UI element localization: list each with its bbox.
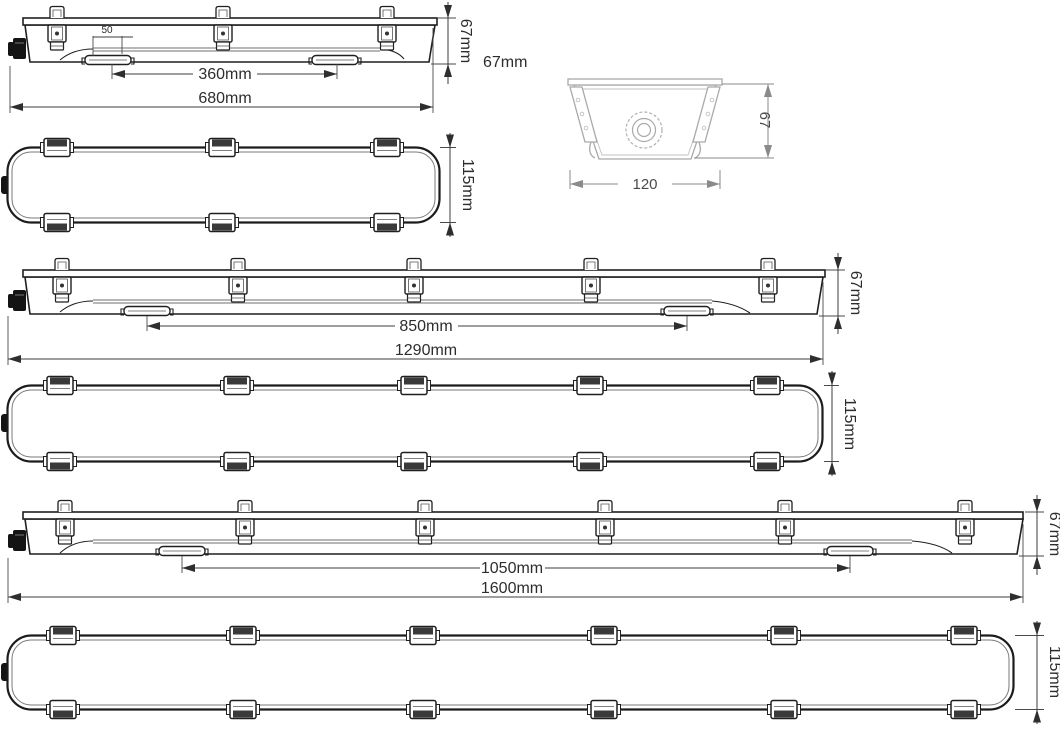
dim-label-1290mm: 1290mm (395, 342, 457, 359)
dim-1600-top-width: 115mm (1015, 621, 1060, 724)
dim-label-bracket-width: 50 (101, 25, 113, 36)
dim-label-680mm: 680mm (198, 90, 251, 107)
dim-1290-bracket-spacing: 850mm (146, 316, 688, 335)
dim-label-115mm: 115mm (1046, 646, 1060, 698)
dim-1290-height: 67mm (819, 253, 864, 334)
dim-end-height: 67 (694, 83, 774, 159)
dim-label-850mm: 850mm (399, 318, 452, 335)
dim-label-115mm: 115mm (841, 398, 858, 450)
dim-label-67mm: 67mm (457, 19, 474, 63)
height-note-label: 67mm (483, 54, 527, 71)
dim-1290-length: 1290mm (7, 282, 824, 365)
side-view-680: 50 360mm 680mm 67mm 67mm (7, 2, 527, 113)
dim-end-width: 120 (569, 170, 721, 193)
end-section-view: 120 67 (567, 78, 774, 193)
dim-1600-height: 67mm (1019, 495, 1060, 575)
dim-label-115mm: 115mm (459, 159, 476, 211)
dim-680-bracket-width: 50 (92, 25, 133, 56)
dim-label-67mm: 67mm (847, 271, 864, 315)
dim-1600-length: 1600mm (7, 524, 1024, 603)
cable-gland (625, 111, 663, 149)
dim-1600-bracket-spacing: 1050mm (181, 556, 851, 577)
dim-label-1050mm: 1050mm (481, 560, 543, 577)
top-view-1600: 115mm (1, 621, 1060, 724)
end-clip-left (569, 86, 598, 159)
side-view-1600: 1050mm 1600mm 67mm (7, 495, 1060, 603)
side-view-1290: 850mm 1290mm 67mm (7, 253, 864, 365)
dim-label-360mm: 360mm (198, 66, 251, 83)
dim-label-120: 120 (632, 176, 657, 193)
end-clip-right (692, 86, 721, 159)
top-view-1290: 115mm (1, 371, 858, 476)
dim-label-67: 67 (756, 112, 773, 129)
dim-680-height: 67mm (431, 2, 474, 84)
dim-680-length: 680mm (9, 28, 434, 113)
dim-label-67mm: 67mm (1046, 512, 1060, 556)
dim-label-1600mm: 1600mm (481, 580, 543, 597)
dim-680-bracket-spacing: 360mm (111, 64, 338, 83)
dim-680-top-width: 115mm (440, 133, 476, 237)
top-view-680: 115mm (1, 133, 476, 237)
dim-1290-top-width: 115mm (824, 371, 858, 476)
